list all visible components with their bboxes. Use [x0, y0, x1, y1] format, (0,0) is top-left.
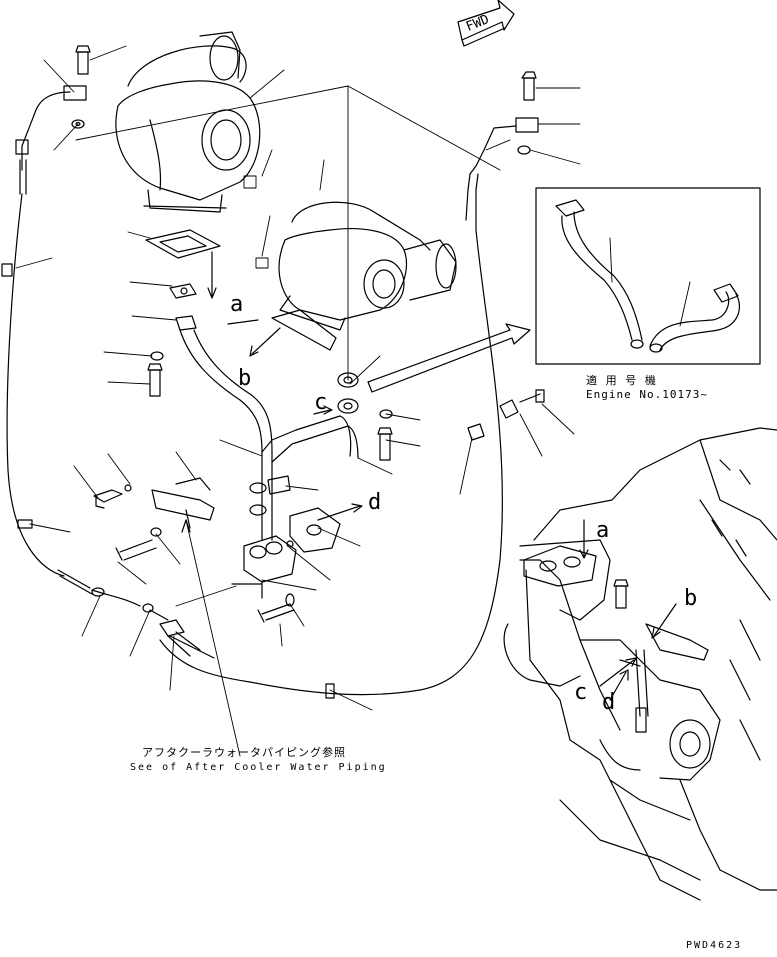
reference-note-en: See of After Cooler Water Piping: [130, 762, 387, 773]
callout-b-left: b: [238, 366, 252, 391]
arrow-d-left: [317, 503, 363, 521]
inset-arrow-icon: [367, 323, 531, 393]
arrow-d-right: [609, 669, 629, 701]
inset-box: [535, 187, 761, 365]
arrow-down-1: [207, 251, 217, 299]
callout-a-left: a: [230, 292, 244, 317]
arrow-c-right: [599, 657, 637, 687]
fwd-arrow-icon: [457, 0, 515, 47]
washer-left: [150, 351, 164, 361]
inset-note-engine: Engine No.10173~: [586, 388, 708, 401]
callout-c-right: c: [574, 680, 588, 705]
connector-block: [231, 535, 297, 599]
oil-line-loop-left: [6, 193, 65, 577]
hose-fittings-lower: [57, 569, 215, 659]
drawing-code: PWD4623: [686, 940, 743, 951]
arrow-a-right: [579, 519, 589, 559]
inset-pipe-1: [555, 199, 644, 349]
leader-lines: [15, 45, 691, 757]
oil-tube-left: [15, 45, 91, 195]
oil-line-loop-right: [159, 229, 503, 696]
callout-d-right: d: [602, 690, 616, 715]
callout-a-right: a: [596, 518, 610, 543]
reference-arrow-icon: [181, 519, 191, 533]
arrow-b-left: [249, 327, 281, 357]
callout-d-left: d: [368, 490, 382, 515]
o-ring-2: [249, 504, 267, 516]
clip-center: [267, 475, 291, 495]
washer-bracket: [150, 527, 162, 537]
clamp-right-parts: [467, 389, 545, 441]
exhaust-pipe: [175, 315, 273, 541]
oil-tube-right: [465, 71, 539, 231]
callout-c-left: c: [314, 390, 328, 415]
gasket-d: [289, 507, 341, 553]
o-ring-3: [286, 540, 294, 548]
o-ring-1: [249, 482, 267, 494]
bolt-left: [147, 363, 163, 397]
turbocharger-lower: [271, 201, 457, 351]
arrow-a-left: [227, 319, 259, 325]
inset-pipe-2: [649, 283, 740, 353]
washer-bracket-2: [124, 484, 132, 492]
gasket-upper: [145, 229, 221, 259]
bolt-center: [377, 427, 393, 461]
arrow-c-left: [313, 405, 333, 415]
reference-note-jp: アフタクーラウォータパイピング参照: [142, 746, 346, 759]
clamp-left: [1, 263, 13, 277]
connecting-pipe: [261, 372, 359, 463]
turbocharger-upper: [115, 31, 261, 213]
washer-center: [379, 409, 393, 419]
arrow-b-right: [651, 603, 677, 639]
bolt-long: [115, 539, 157, 561]
bolt-bracket: [93, 489, 123, 509]
bracket-left: [151, 477, 215, 529]
callout-b-right: b: [684, 586, 698, 611]
washer-connector: [285, 593, 295, 607]
clamp-right: [325, 683, 335, 699]
gasket-small: [169, 283, 197, 299]
bolt-connector: [257, 603, 295, 623]
inset-note-jp: 適 用 号 機: [586, 374, 657, 387]
engine-block: [503, 427, 777, 901]
